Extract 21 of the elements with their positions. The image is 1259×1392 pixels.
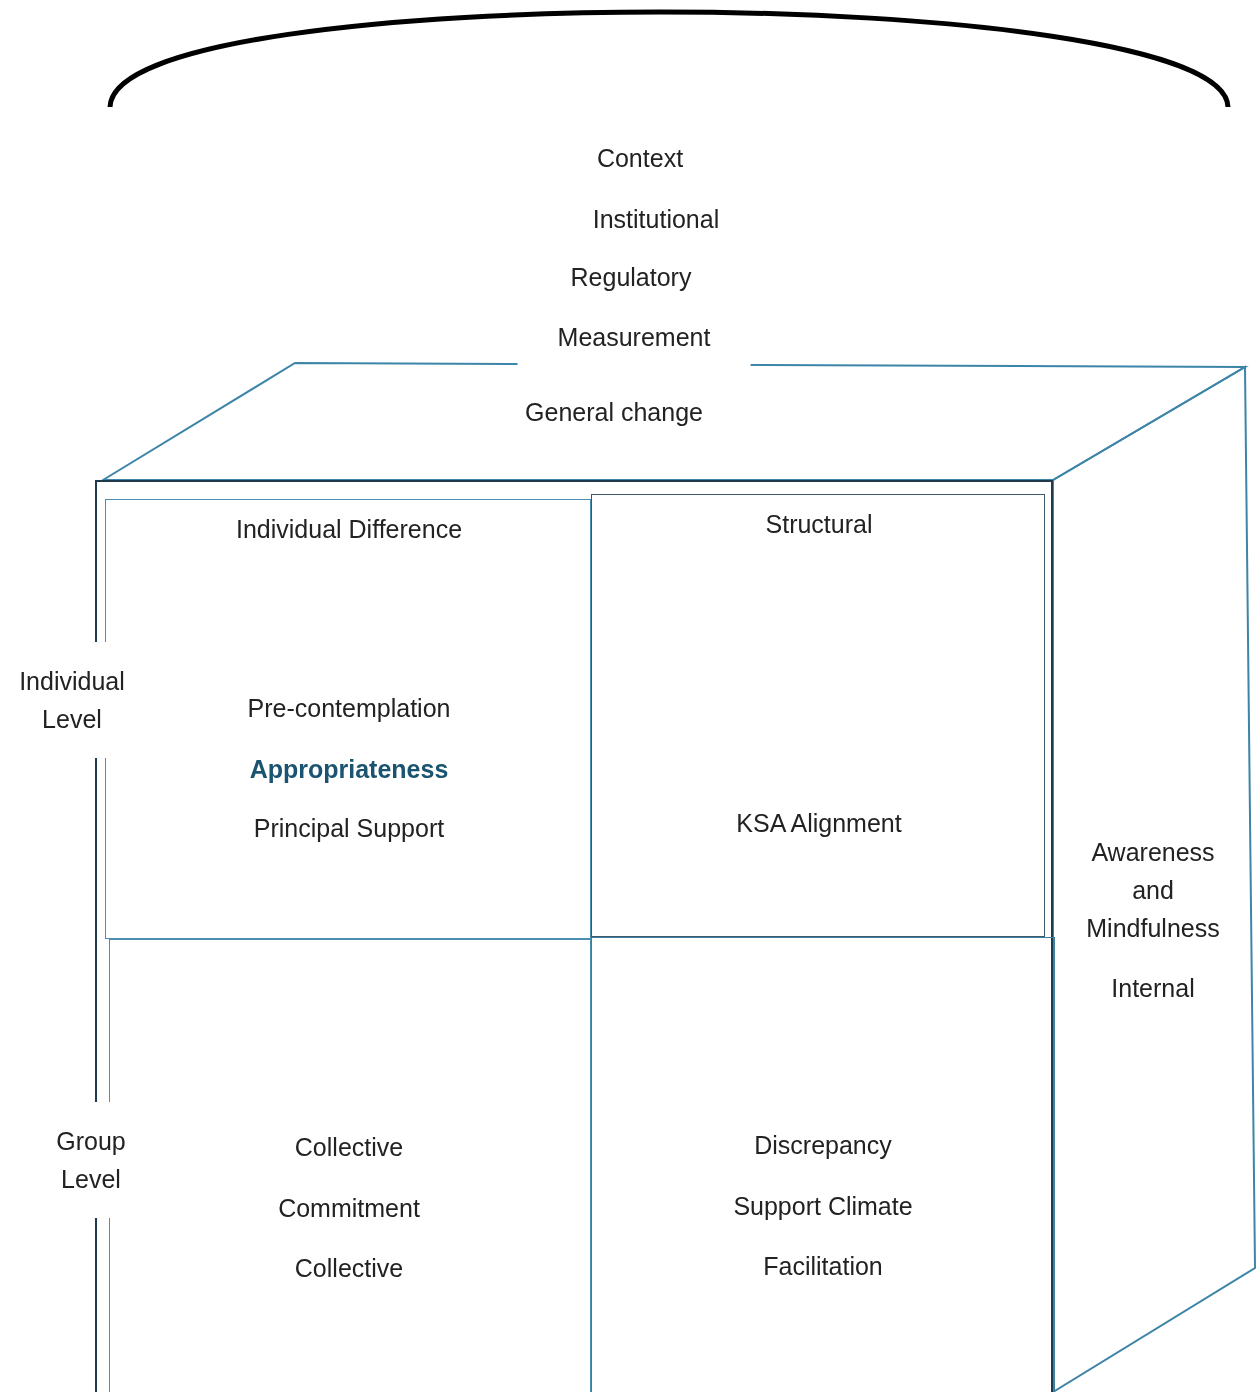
quadrant-panel <box>591 937 1055 1392</box>
factor-text: Support Climate <box>733 1191 913 1222</box>
factor-text: Awareness and Mindfulness <box>1085 837 1221 944</box>
factor-text: Appropriateness <box>249 754 449 785</box>
factor-text: Facilitation <box>763 1251 883 1282</box>
factor-text: Internal <box>1111 973 1195 1004</box>
factor-text: Collective <box>294 1132 404 1163</box>
quadrant-panel <box>591 494 1045 937</box>
panel-heading: Individual Difference <box>235 514 463 545</box>
factor-text: Pre-contemplation <box>247 693 451 724</box>
panel-heading: Structural <box>765 509 873 540</box>
dimension-label: Institutional <box>592 204 720 235</box>
dimension-label: Context <box>596 143 684 174</box>
cube-top-face <box>100 360 1250 482</box>
factor-text: Principal Support <box>253 813 445 844</box>
factor-text: Collective <box>294 1253 404 1284</box>
factor-text: KSA Alignment <box>736 808 902 839</box>
factor-text: Discrepancy <box>754 1130 892 1161</box>
dimension-label: Regulatory <box>570 262 692 293</box>
factor-text: General change <box>525 397 703 428</box>
factor-text: Commitment <box>278 1193 420 1224</box>
